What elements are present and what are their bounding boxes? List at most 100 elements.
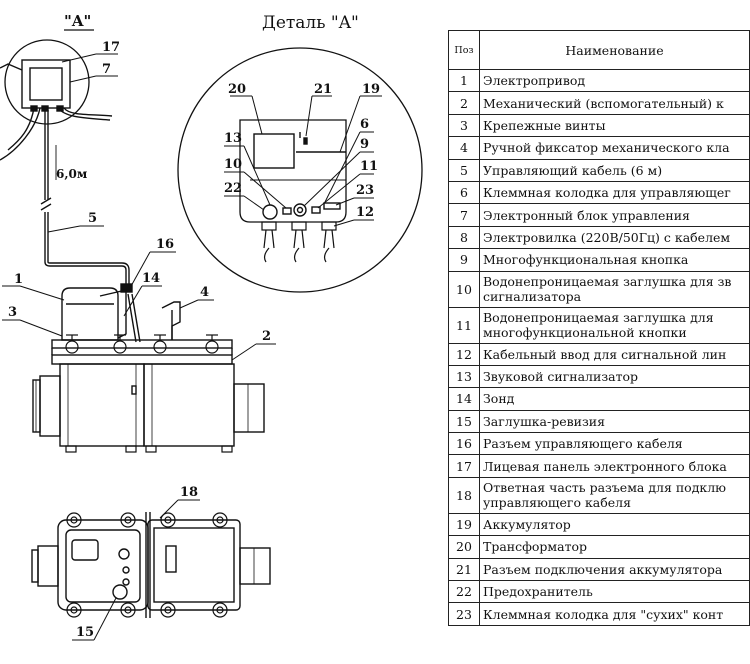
- row-pos: 1: [448, 68, 480, 93]
- callout-16: 16: [156, 237, 174, 252]
- row-name: Управляющий кабель (6 м): [479, 158, 750, 182]
- callout-15: 15: [76, 625, 94, 640]
- row-pos: 13: [448, 364, 480, 389]
- row-name: Аккумулятор: [479, 512, 750, 537]
- row-pos: 23: [448, 602, 480, 626]
- row-name: Механический (вспомогательный) к: [479, 91, 750, 115]
- valve-side-view: [32, 287, 265, 453]
- row-pos: 19: [448, 512, 480, 537]
- callout-5: 5: [88, 211, 97, 226]
- table-header-row: Поз Наименование: [448, 30, 750, 70]
- technical-drawing: "A" 17 7 6,0м 5 16: [0, 12, 423, 641]
- row-pos: 8: [448, 225, 480, 250]
- callout-10: 10: [224, 157, 242, 172]
- callout-14: 14: [142, 271, 160, 286]
- row-pos: 14: [448, 387, 480, 411]
- row-name: Многофункциональная кнопка: [479, 248, 750, 272]
- detail-a-title: Деталь "A": [262, 13, 359, 33]
- callout-17: 17: [102, 40, 120, 55]
- row-pos: 15: [448, 409, 480, 434]
- callout-1: 1: [14, 272, 23, 287]
- row-pos: 12: [448, 342, 480, 366]
- callout-12: 12: [356, 205, 374, 220]
- callout-21: 21: [314, 82, 332, 97]
- row-pos: 7: [448, 203, 480, 227]
- callout-2: 2: [262, 329, 271, 344]
- row-pos: 6: [448, 180, 480, 205]
- row-name: Водонепроницаемая заглушка для многофунк…: [479, 306, 750, 344]
- row-name: Ответная часть разъема для подклю управл…: [479, 476, 750, 514]
- callout-23: 23: [356, 183, 374, 198]
- row-name: Клеммная колодка для "сухих" конт: [479, 602, 750, 626]
- row-pos: 5: [448, 158, 480, 182]
- callout-3: 3: [8, 305, 17, 320]
- row-name: Лицевая панель электронного блока: [479, 454, 750, 478]
- row-name: Предохранитель: [479, 580, 750, 604]
- callout-4: 4: [200, 285, 209, 300]
- row-name: Кабельный ввод для сигнальной лин: [479, 342, 750, 366]
- callout-20: 20: [228, 82, 246, 97]
- row-pos: 2: [448, 91, 480, 115]
- row-pos: 20: [448, 535, 480, 559]
- callout-11: 11: [360, 159, 378, 174]
- row-pos: 10: [448, 270, 480, 308]
- row-name: Заглушка-ревизия: [479, 409, 750, 434]
- control-cable: [40, 110, 133, 293]
- callout-13: 13: [224, 131, 242, 146]
- row-name: Зонд: [479, 387, 750, 411]
- callout-7: 7: [102, 62, 111, 77]
- row-pos: 3: [448, 113, 480, 138]
- row-name: Ручной фиксатор механического кла: [479, 136, 750, 160]
- row-pos: 21: [448, 557, 480, 582]
- row-name: Водонепроницаемая заглушка для зв сигнал…: [479, 270, 750, 308]
- row-name: Разъем управляющего кабеля: [479, 432, 750, 456]
- row-pos: 17: [448, 454, 480, 478]
- view-a-marker: "A": [64, 12, 91, 30]
- row-pos: 22: [448, 580, 480, 604]
- row-pos: 16: [448, 432, 480, 456]
- row-name: Разъем подключения аккумулятора: [479, 557, 750, 582]
- row-pos: 18: [448, 476, 480, 514]
- row-name: Электронный блок управления: [479, 203, 750, 227]
- callout-6: 6: [360, 117, 369, 132]
- callout-18: 18: [180, 485, 198, 500]
- callout-22: 22: [224, 181, 242, 196]
- row-name: Электропривод: [479, 68, 750, 93]
- detail-a-view: [177, 47, 423, 293]
- row-name: Электровилка (220В/50Гц) с кабелем: [479, 225, 750, 250]
- row-pos: 11: [448, 306, 480, 344]
- valve-plan-view: [31, 512, 271, 618]
- row-pos: 9: [448, 248, 480, 272]
- callout-9: 9: [360, 137, 369, 152]
- control-unit-view: [0, 39, 113, 161]
- row-name: Звуковой сигнализатор: [479, 364, 750, 389]
- header-name: Наименование: [479, 30, 750, 70]
- header-pos: Поз: [448, 30, 480, 70]
- row-name: Трансформатор: [479, 535, 750, 559]
- cable-length-label: 6,0м: [56, 167, 88, 181]
